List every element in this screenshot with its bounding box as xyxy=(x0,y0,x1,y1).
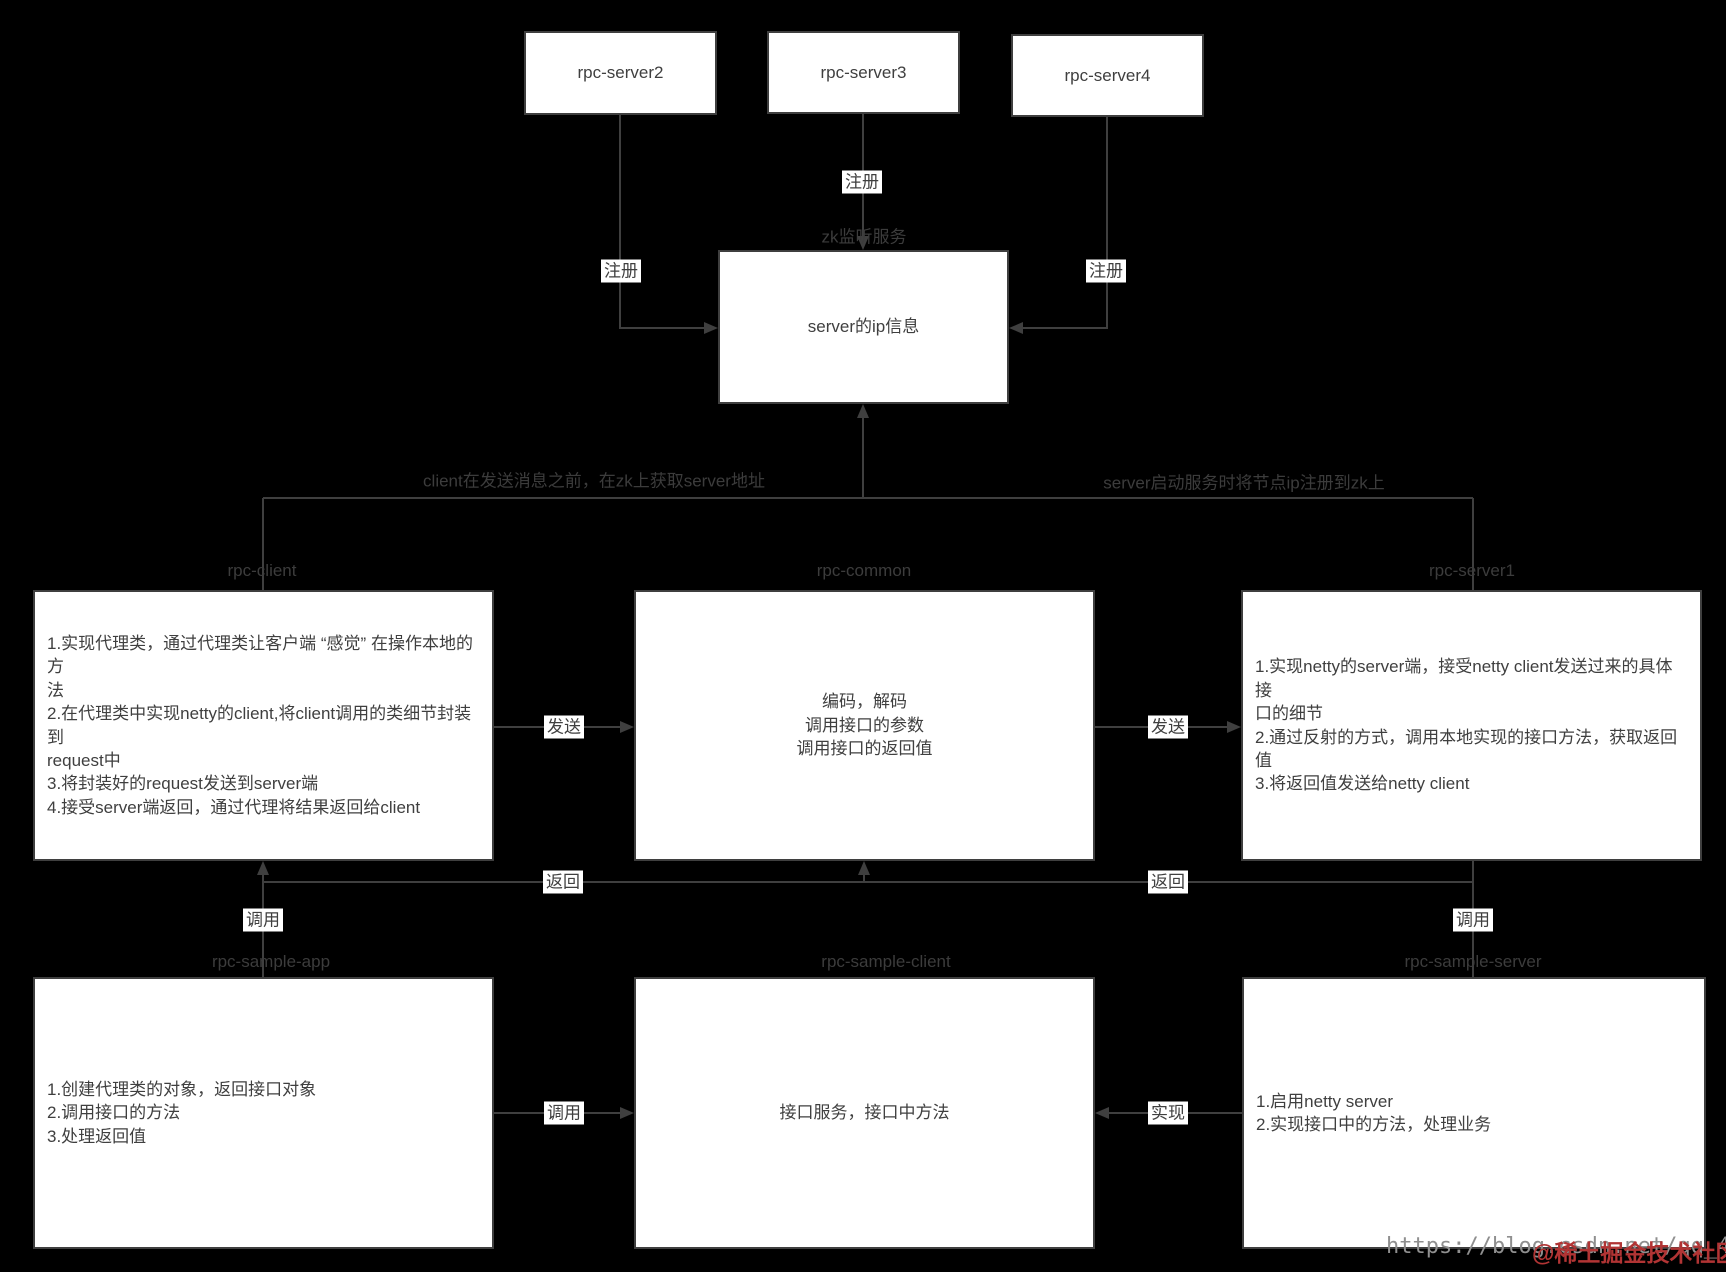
node-rpc-sample-client: 接口服务，接口中方法 xyxy=(634,977,1095,1249)
title-rpc-sample-client: rpc-sample-client xyxy=(821,952,951,971)
node-server-ip-info: server的ip信息 xyxy=(718,250,1009,404)
title-rpc-client: rpc-client xyxy=(227,561,297,580)
title-rpc-common: rpc-common xyxy=(816,561,912,580)
node-rpc-sample-server-body: 1.启用netty server 2.实现接口中的方法，处理业务 xyxy=(1256,1091,1492,1134)
edge-label-implement: 实现 xyxy=(1148,1101,1188,1125)
edge-label-server-register-note: server启动服务时将节点ip注册到zk上 xyxy=(1103,473,1385,493)
edge-label-return-right: 返回 xyxy=(1148,870,1188,894)
node-rpc-server3-label: rpc-server3 xyxy=(820,62,907,82)
edge-label-send-client-common: 发送 xyxy=(544,715,584,739)
node-rpc-server1-body: 1.实现netty的server端，接受netty client发送过来的具体接… xyxy=(1255,657,1678,794)
watermark: https://blog.csdn.net/qq_4996825 @稀土掘金技术… xyxy=(1386,1232,1726,1268)
edge-label-call-app-client: 调用 xyxy=(243,908,283,932)
node-rpc-server4: rpc-server4 xyxy=(1011,34,1204,117)
edge-label-register-server4: 注册 xyxy=(1086,259,1126,283)
edge-label-register-server3: 注册 xyxy=(842,170,882,194)
node-rpc-sample-app-body: 1.创建代理类的对象，返回接口对象 2.调用接口的方法 3.处理返回值 xyxy=(47,1079,317,1146)
title-rpc-server1: rpc-server1 xyxy=(1429,561,1515,580)
edge-label-register-server2: 注册 xyxy=(601,259,641,283)
edge-label-call-app-sampleclient: 调用 xyxy=(544,1101,584,1125)
node-server-ip-info-label: server的ip信息 xyxy=(807,317,920,337)
node-rpc-common-body: 编码，解码 调用接口的参数 调用接口的返回值 xyxy=(796,692,933,759)
zk-listen-title: zk监听服务 xyxy=(821,227,907,247)
node-rpc-client: 1.实现代理类，通过代理类让客户端 “感觉” 在操作本地的方 法 2.在代理类中… xyxy=(33,590,494,861)
edge-label-return-left: 返回 xyxy=(543,870,583,894)
edge-label-call-server1-sample: 调用 xyxy=(1453,908,1493,932)
node-rpc-server3: rpc-server3 xyxy=(767,31,960,114)
node-rpc-sample-app: 1.创建代理类的对象，返回接口对象 2.调用接口的方法 3.处理返回值 xyxy=(33,977,494,1249)
node-rpc-server1: 1.实现netty的server端，接受netty client发送过来的具体接… xyxy=(1241,590,1702,861)
node-rpc-common: 编码，解码 调用接口的参数 调用接口的返回值 xyxy=(634,590,1095,861)
node-rpc-server2-label: rpc-server2 xyxy=(577,63,664,83)
watermark-badge: @稀土掘金技术社区 xyxy=(1532,1240,1726,1266)
title-rpc-sample-app: rpc-sample-app xyxy=(211,952,331,971)
edge-label-client-fetch-note: client在发送消息之前，在zk上获取server地址 xyxy=(423,471,765,491)
node-rpc-server4-label: rpc-server4 xyxy=(1064,65,1151,85)
edge-label-send-common-server1: 发送 xyxy=(1148,715,1188,739)
node-rpc-client-body: 1.实现代理类，通过代理类让客户端 “感觉” 在操作本地的方 法 2.在代理类中… xyxy=(47,633,473,817)
node-rpc-sample-server: 1.启用netty server 2.实现接口中的方法，处理业务 xyxy=(1242,977,1706,1249)
node-rpc-server2: rpc-server2 xyxy=(524,31,717,115)
title-rpc-sample-server: rpc-sample-server xyxy=(1404,952,1542,971)
node-rpc-sample-client-body: 接口服务，接口中方法 xyxy=(779,1103,950,1123)
watermark-url: https://blog.csdn.net/qq_4996825 xyxy=(1386,1234,1726,1259)
